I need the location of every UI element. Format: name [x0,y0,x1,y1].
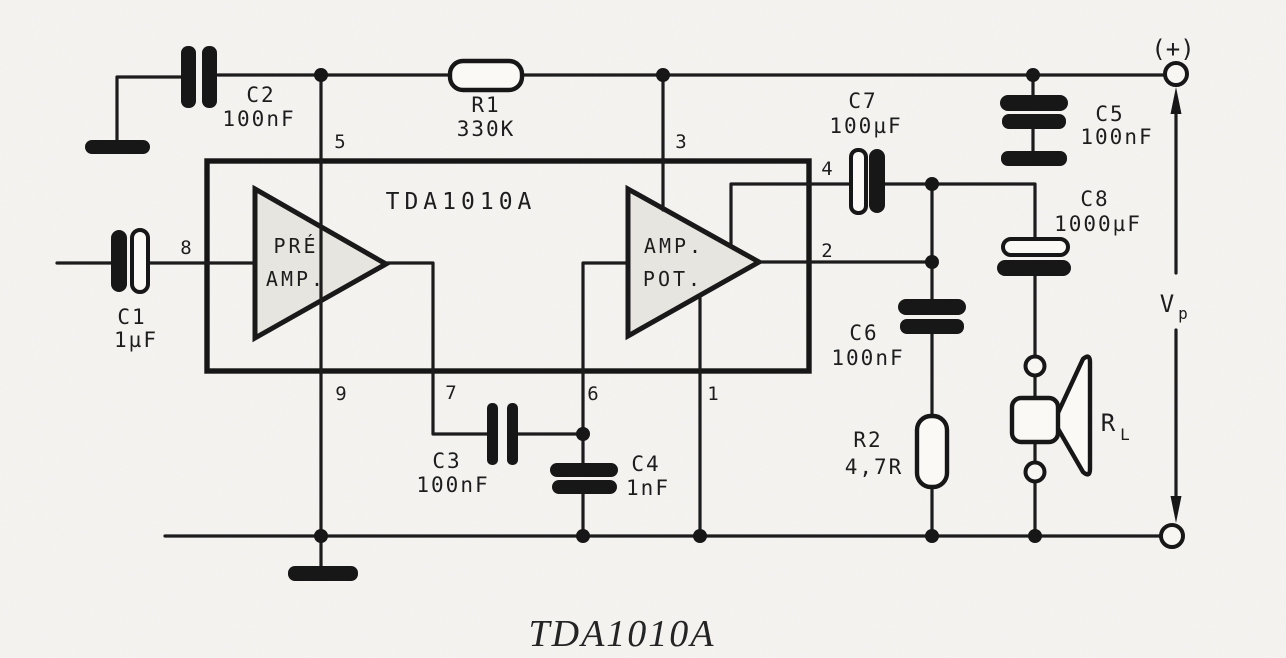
capacitor-c5-plate-top [1000,95,1068,111]
ground-symbol-c5 [1001,151,1067,166]
c7-name: C7 [848,89,877,113]
rl-label-subscript: L [1120,425,1130,444]
ic-part-number: TDA1010A [386,189,537,215]
r1-name: R1 [471,93,500,117]
junction-dot [925,529,939,543]
speaker-coil-box [1009,395,1061,445]
r1-value: 330K [457,117,516,141]
junction-dots [314,68,1042,543]
pin-label-2: 2 [821,240,832,262]
junction-dot [576,427,590,441]
supply-terminal-negative [1159,523,1185,549]
c4-name: C4 [631,452,660,476]
junction-dot [1028,529,1042,543]
junction-dot [656,68,670,82]
ground-symbol-c2 [85,140,150,154]
vp-label-main: V [1160,290,1174,318]
pin-label-6: 6 [587,383,598,405]
wire-pin4-feedback [729,182,853,249]
junction-dot [925,177,939,191]
poweramp-label-line1: AMP. [644,234,704,258]
speaker-horn [1054,354,1093,477]
pin-label-9: 9 [335,383,346,405]
resistor-r1-body [447,58,525,93]
junction-dot [693,529,707,543]
r2-name: R2 [853,428,882,452]
wire-preamp-out-pin7 [383,261,489,436]
r2-value: 4,7R [845,455,904,479]
capacitor-c7-plate-solid [869,149,885,213]
pin-label-1: 1 [707,383,718,405]
capacitor-c4-plate-bottom [552,480,617,494]
speaker-symbol [1009,354,1093,484]
supply-terminal-positive [1163,61,1189,87]
junction-dot [314,68,328,82]
ic-outline-box [204,158,812,374]
ground-symbol-pin9 [288,566,358,581]
capacitor-c6-plate-bottom [900,319,964,334]
junction-dot [314,529,328,543]
c1-name: C1 [117,305,146,329]
vp-label-subscript: p [1178,304,1188,323]
capacitor-c1-plate-solid [111,230,127,292]
pin-label-7: 7 [445,382,456,404]
c3-name: C3 [432,449,461,473]
resistor-r2-body [914,413,950,490]
capacitor-c3-plate-right [507,403,518,465]
wire-pin6-input [581,261,630,436]
capacitor-c3-plate-left [487,403,498,465]
capacitor-c6-plate-top [898,299,966,315]
c5-name: C5 [1095,102,1124,126]
junction-dot [576,529,590,543]
speaker-terminal-top [1023,354,1047,378]
junction-dot [1026,68,1040,82]
c7-value: 100µF [829,114,902,138]
c2-value: 100nF [222,107,295,131]
preamp-label-line1: PRÉ [273,234,318,258]
c3-value: 100nF [416,473,489,497]
capacitor-c2-plate-left [181,46,196,108]
c8-value: 1000µF [1054,212,1142,236]
capacitor-c1-plate-hollow [130,228,150,294]
c8-name: C8 [1080,187,1109,211]
speaker-terminal-bottom [1023,460,1047,484]
capacitor-c5-plate-bottom [1002,114,1066,129]
c6-value: 100nF [831,346,904,370]
junction-dot [925,255,939,269]
poweramp-label-line2: POT. [643,267,703,291]
capacitor-c7-plate-hollow [849,148,868,215]
figure-caption: TDA1010A [529,613,716,655]
c4-value: 1nF [626,476,670,500]
wire-c2-ground-leg [115,75,183,142]
pin-label-3: 3 [675,131,686,153]
positive-terminal-label: (+) [1151,35,1194,63]
vp-arrowhead-up [1170,87,1182,114]
c5-value: 100nF [1080,125,1153,149]
rl-label-main: R [1101,409,1116,437]
capacitor-c4-plate-top [550,463,618,477]
pin-label-8: 8 [180,237,191,259]
preamp-label-line2: AMP. [266,267,326,291]
vp-arrowhead-down [1170,496,1182,523]
c1-value: 1µF [114,328,158,352]
capacitor-c8-plate-hollow [1001,237,1070,257]
c6-name: C6 [849,321,878,345]
pin-label-4: 4 [821,158,832,180]
pin-label-5: 5 [334,131,345,153]
capacitor-c2-plate-right [202,46,217,108]
capacitor-c8-plate-solid [997,260,1071,276]
c2-name: C2 [246,83,275,107]
